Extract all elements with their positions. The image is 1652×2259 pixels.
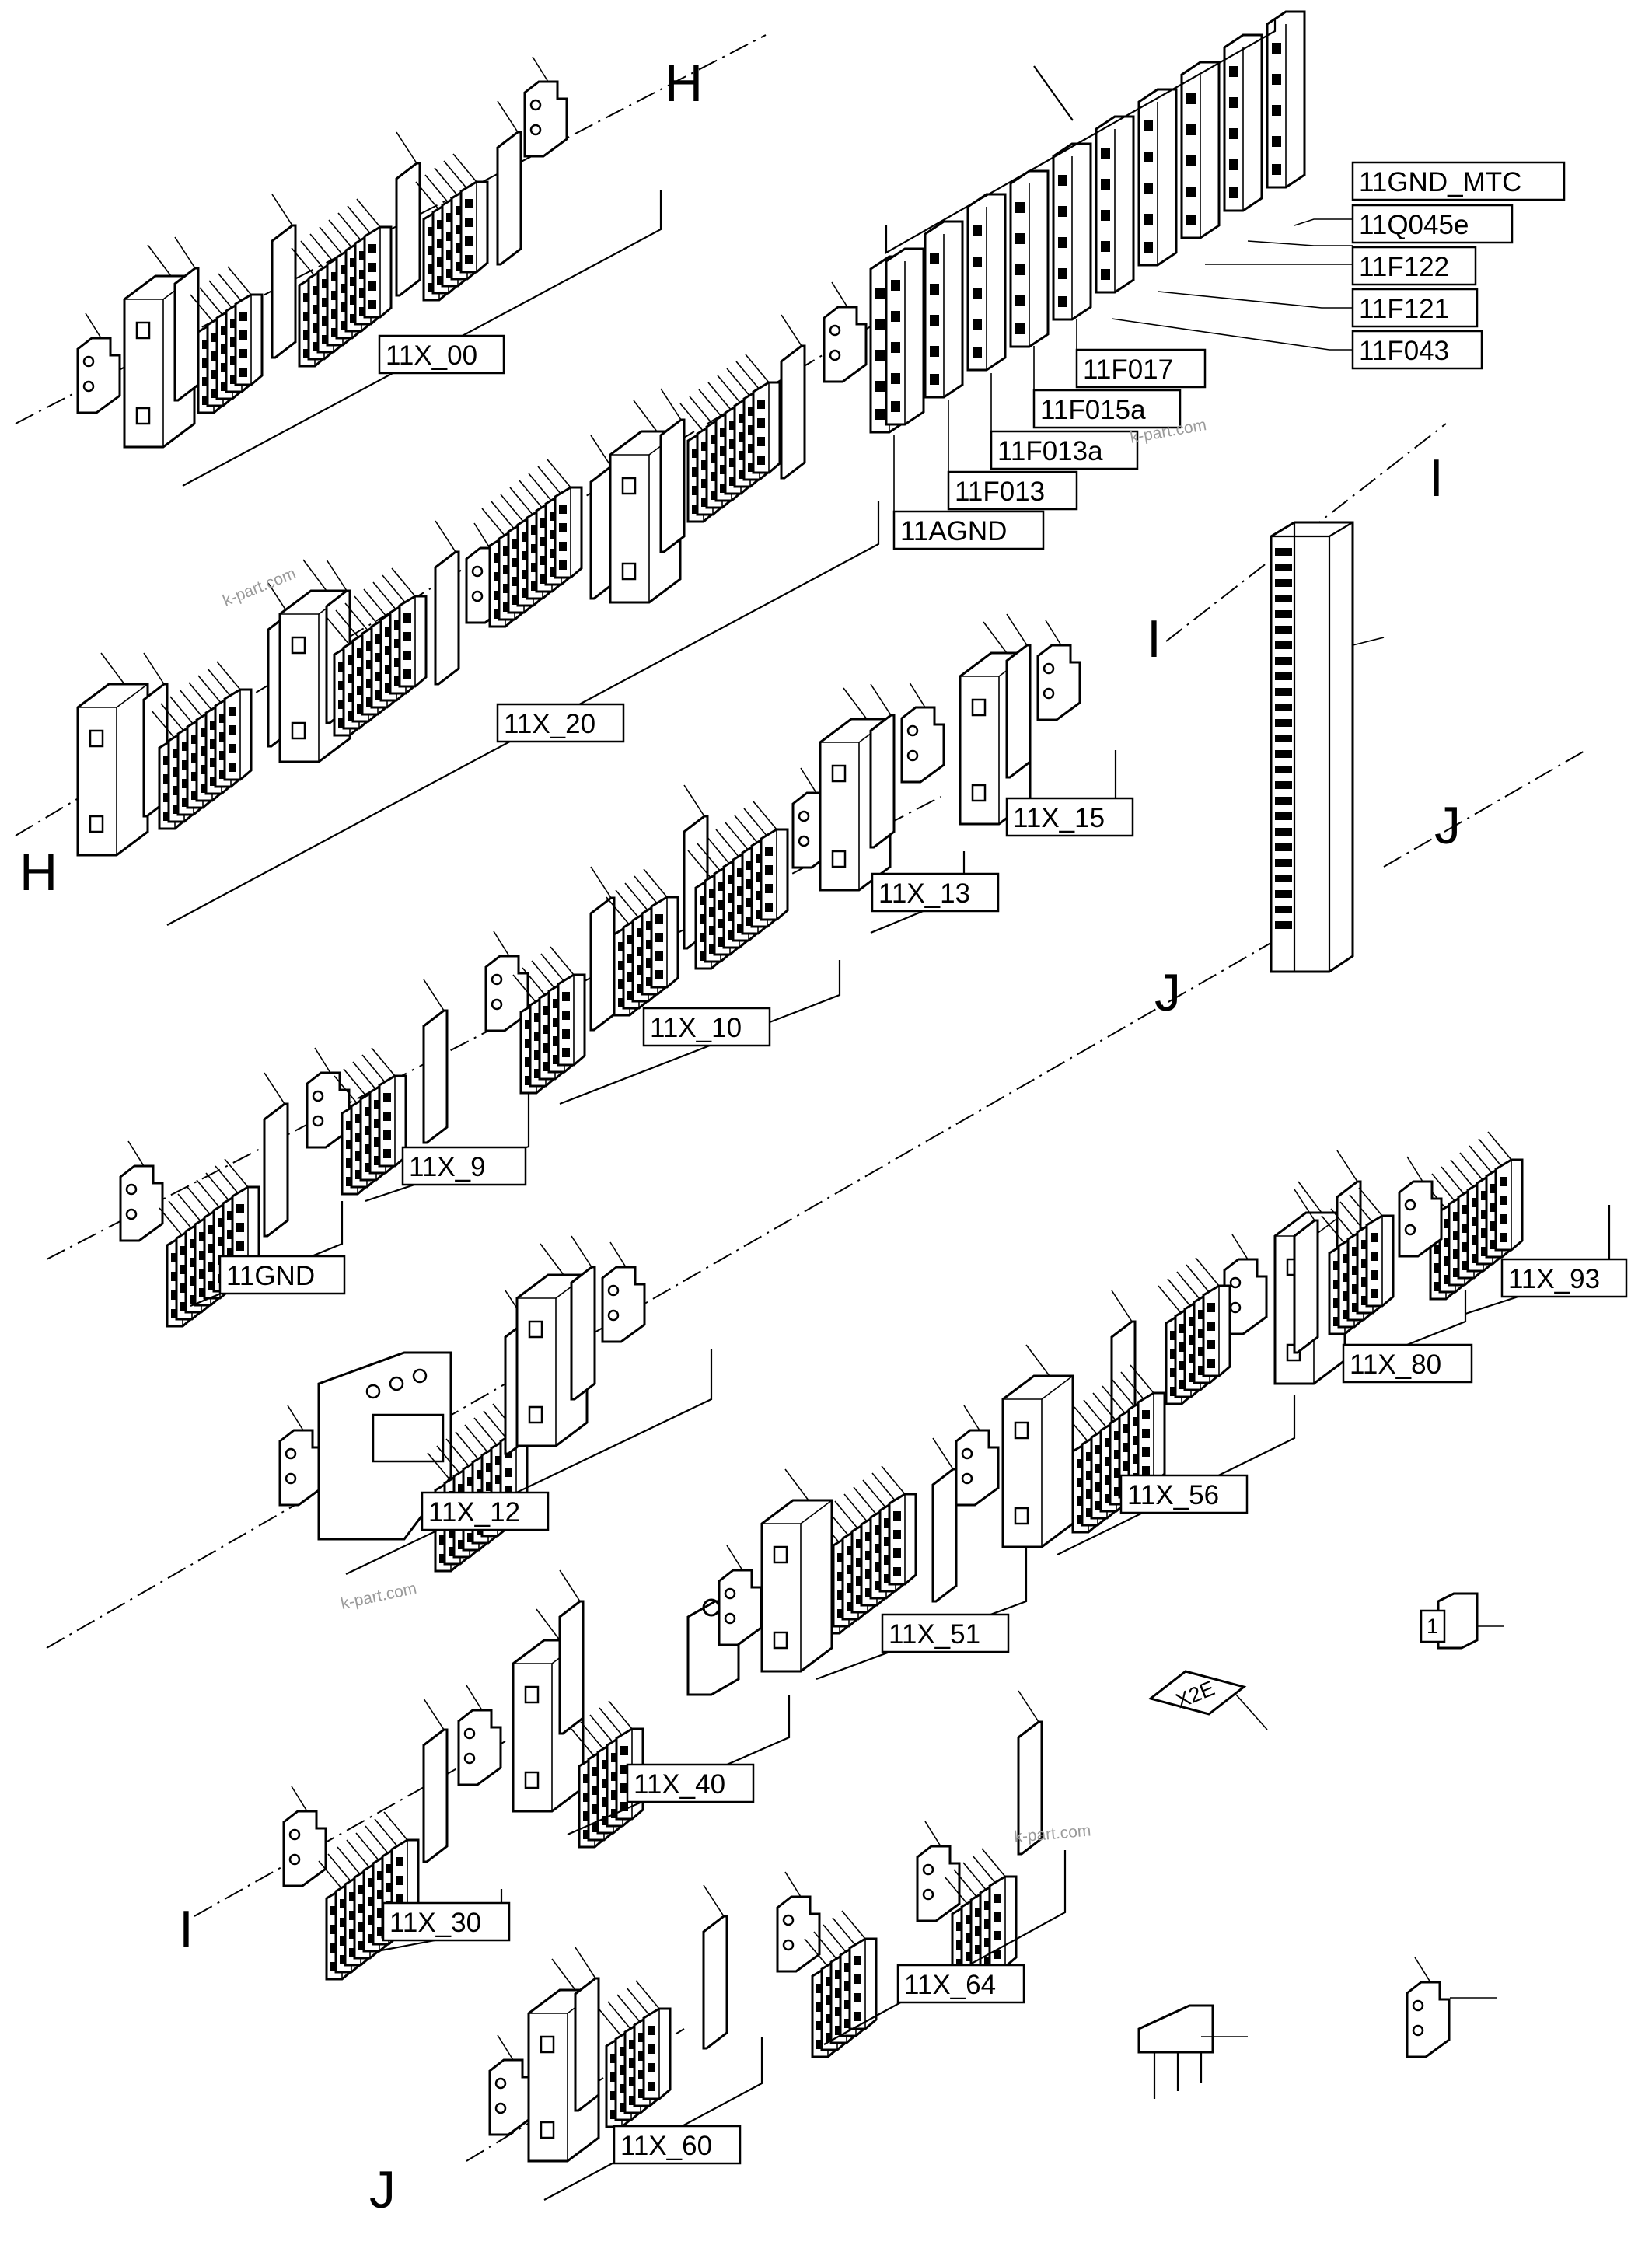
label-11x-13: 11X_13 <box>878 878 970 909</box>
terminal-group-labels: 11X_00 11X_20 11X_15 11X_13 11X_10 11X_9… <box>218 334 1628 2165</box>
label-11x-20: 11X_20 <box>504 709 595 739</box>
section-marker-i-top: I <box>1429 449 1444 508</box>
label-11x-9: 11X_9 <box>409 1152 486 1182</box>
strip-11x-30-40 <box>282 1544 791 1979</box>
section-marker-i-bottom: I <box>179 1900 194 1959</box>
strip-11x-51-56-80-93 <box>760 1132 1611 1681</box>
label-11x-30: 11X_30 <box>389 1908 481 1938</box>
label-11x-00: 11X_00 <box>386 340 477 371</box>
label-11q045e: 11Q045e <box>1359 210 1469 240</box>
label-11x-93: 11X_93 <box>1508 1264 1600 1294</box>
label-11x-15: 11X_15 <box>1013 803 1105 833</box>
strip-11x-10-13-15 <box>484 613 1117 1105</box>
section-marker-h-left: H <box>19 843 58 902</box>
label-11gnd: 11GND <box>226 1261 315 1291</box>
fuse-labels-stair: 11F017 11F015a 11F013a 11F013 11AGND <box>892 348 1207 550</box>
label-11agnd: 11AGND <box>900 516 1007 546</box>
fuse-labels-right: 11GND_MTC 11Q045e 11F122 11F121 11F043 <box>1351 161 1566 370</box>
loose-part-labels: 1 X2E <box>1172 1609 1446 1713</box>
section-marker-j-right: J <box>1434 796 1461 855</box>
label-11x-80: 11X_80 <box>1350 1349 1441 1380</box>
section-marker-i-mid: I <box>1147 609 1161 669</box>
section-marker-j-bottom: J <box>369 2160 396 2219</box>
label-11f043: 11F043 <box>1359 336 1449 366</box>
watermark-2: k-part.com <box>220 564 299 609</box>
section-marker-h-top: H <box>665 54 703 113</box>
label-11f121: 11F121 <box>1359 294 1449 324</box>
label-11f013: 11F013 <box>955 477 1045 507</box>
strip-11x-20 <box>76 281 880 926</box>
label-11f013a: 11F013a <box>997 436 1103 466</box>
plate-number-label: 1 <box>1427 1615 1438 1638</box>
label-11f015a: 11F015a <box>1040 395 1146 425</box>
label-11x-51: 11X_51 <box>889 1619 980 1650</box>
label-11x-10: 11X_10 <box>650 1013 742 1043</box>
fuse-stair <box>869 10 1353 517</box>
label-11x-12: 11X_12 <box>428 1497 520 1528</box>
label-11gnd-mtc: 11GND_MTC <box>1359 167 1521 197</box>
loose-parts <box>1137 1592 1504 2099</box>
label-11x-64: 11X_64 <box>904 1970 996 2000</box>
label-11x-40: 11X_40 <box>634 1769 725 1800</box>
strip-11x-00 <box>76 55 662 487</box>
label-11f017: 11F017 <box>1083 354 1173 385</box>
label-11f122: 11F122 <box>1359 252 1449 282</box>
section-markers: H H I I I J J J <box>19 54 1461 2219</box>
label-11x-60: 11X_60 <box>620 2131 712 2161</box>
watermark-3: k-part.com <box>339 1580 418 1613</box>
label-11x-56: 11X_56 <box>1127 1480 1219 1510</box>
section-marker-j-mid: J <box>1154 963 1181 1022</box>
cable-duct <box>1270 521 1385 973</box>
